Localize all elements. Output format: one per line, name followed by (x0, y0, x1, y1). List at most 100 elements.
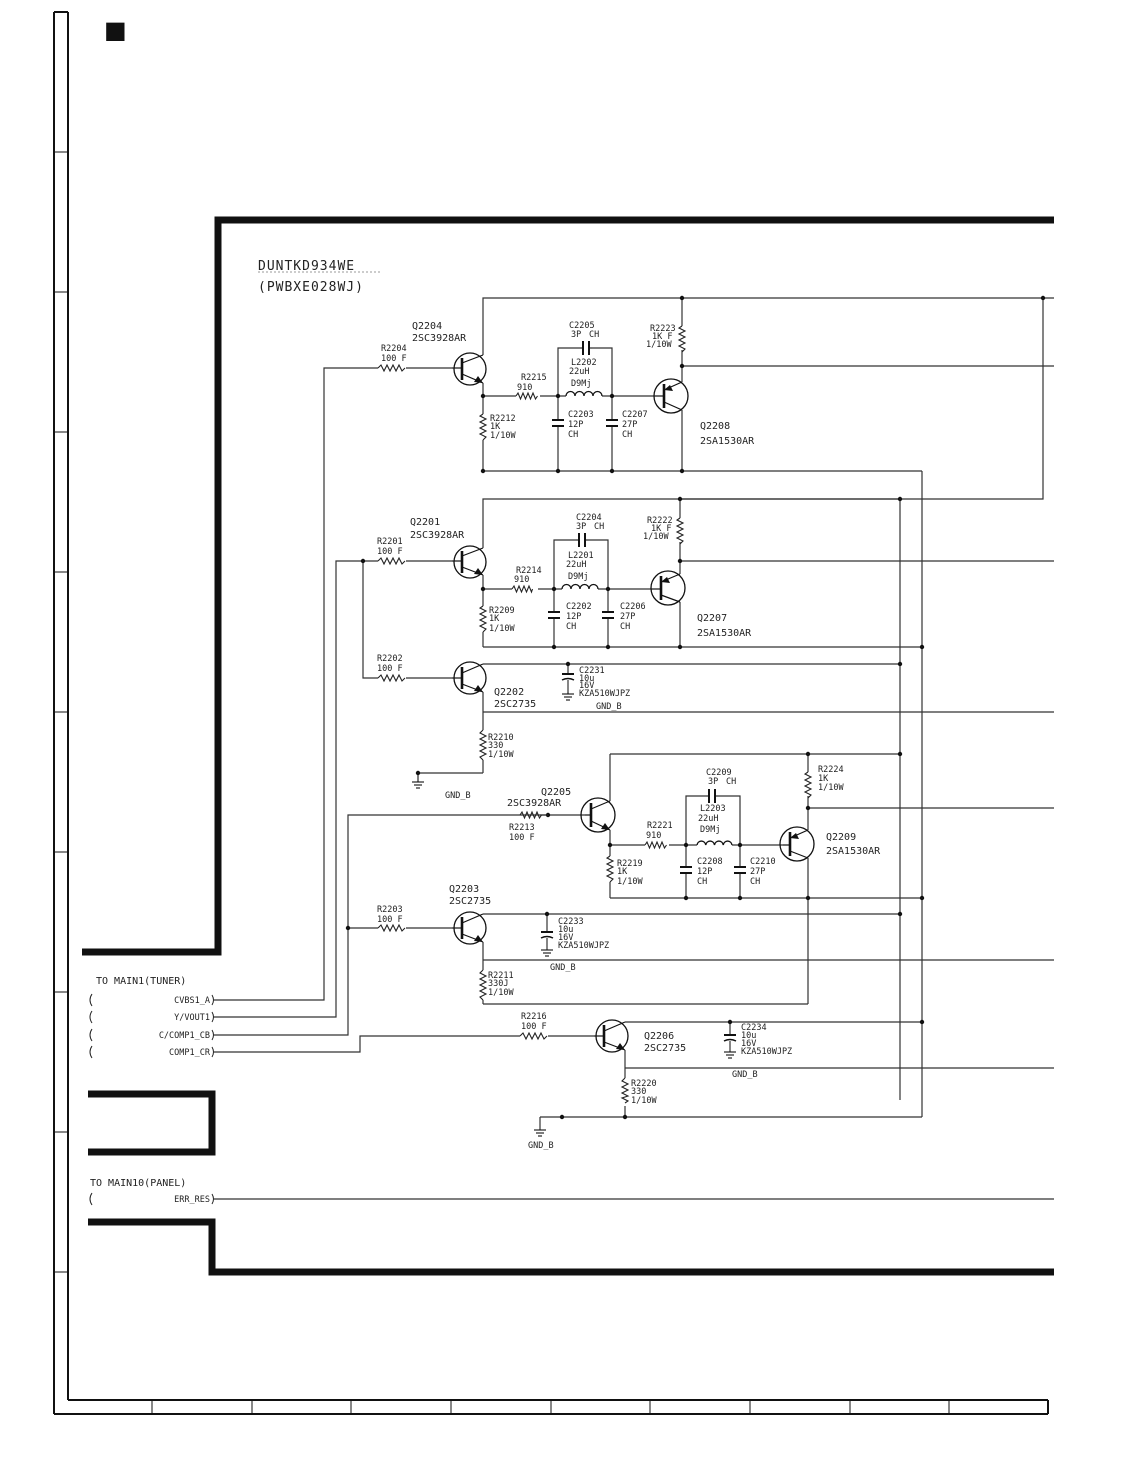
q2202-ref: Q2202 (494, 687, 524, 698)
c2203-value: 12P (568, 420, 583, 430)
c2234-ref: C2234 (741, 1023, 767, 1033)
r2215-ref: R2215 (521, 373, 547, 383)
r2223-ref: R2223 (650, 324, 676, 334)
r2216-value: 100 F (521, 1022, 547, 1032)
q2201-part: 2SC3928AR (410, 530, 465, 541)
r2211-value: 330J (488, 979, 508, 989)
inductor-l2203 (696, 840, 733, 846)
connector-pin-ends (211, 994, 214, 1205)
r2213-ref: R2213 (509, 823, 535, 833)
capacitor-c2209 (706, 789, 718, 803)
c2209-ref: C2209 (706, 768, 732, 778)
connector-pin-yvout1: Y/VOUT1 (174, 1013, 210, 1023)
r2210-ref: R2210 (488, 733, 514, 743)
page-frame (53, 11, 1049, 1415)
c2205-ref: C2205 (569, 321, 595, 331)
r2209-ref: R2209 (489, 606, 515, 616)
inductor-symbols (561, 390, 733, 846)
l2201-part: D9Mj (568, 572, 588, 582)
r2214-ref: R2214 (516, 566, 542, 576)
l2201-value: 22uH (566, 560, 586, 570)
c2233-ref: C2233 (558, 917, 584, 927)
r2220-ref: R2220 (631, 1079, 657, 1089)
r2212-ref: R2212 (490, 414, 516, 424)
c2205-value: 3P (571, 330, 581, 340)
r2222-value: 1K F (651, 524, 671, 534)
c2208-ref: C2208 (697, 857, 723, 867)
r2202-value: 100 F (377, 664, 403, 674)
l2202-value: 22uH (569, 367, 589, 377)
resistor-r2213 (519, 810, 542, 820)
gnd-label: GND_B (528, 1141, 554, 1151)
r2203-value: 100 F (377, 915, 403, 925)
capacitor-c2234 (723, 1034, 737, 1042)
r2202-ref: R2202 (377, 654, 403, 664)
q2205-ref: Q2205 (541, 787, 571, 798)
ground-symbols (412, 692, 736, 1137)
q2206-part: 2SC2735 (644, 1043, 686, 1054)
gnd-label: GND_B (732, 1070, 758, 1080)
r2220-rating: 1/10W (631, 1096, 657, 1106)
r2222-rating: 1/10W (643, 532, 669, 542)
capacitor-c2202 (548, 611, 560, 619)
transistor-q2208 (653, 378, 689, 414)
c2205-type: CH (589, 330, 599, 340)
c2209-type: CH (726, 777, 736, 787)
l2203-value: 22uH (698, 814, 718, 824)
r2219-ref: R2219 (617, 859, 643, 869)
transistor-q2206 (594, 1019, 629, 1053)
c2210-value: 27P (750, 867, 765, 877)
r2224-value: 1K (818, 774, 829, 784)
r2219-value: 1K (617, 867, 628, 877)
resistor-r2219 (605, 855, 615, 883)
c2210-type: CH (750, 877, 760, 887)
resistor-r2221 (644, 840, 667, 850)
c2233-voltage: 16V (558, 933, 573, 943)
capacitor-c2208 (680, 866, 692, 874)
c2233-part: KZA510WJPZ (558, 941, 609, 951)
c2234-voltage: 16V (741, 1039, 756, 1049)
ground-icon (541, 949, 553, 957)
c2209-value: 3P (708, 777, 718, 787)
c2231-value: 10u (579, 674, 594, 684)
q2209-ref: Q2209 (826, 832, 856, 843)
r2204-value: 100 F (381, 354, 407, 364)
capacitor-c2203 (552, 419, 564, 427)
transistor-q2201 (452, 545, 487, 579)
board-name: DUNTKD934WE (258, 259, 355, 274)
capacitor-c2231 (561, 673, 575, 681)
gnd-label: GND_B (596, 702, 622, 712)
connector-pin-ccomp1cb: C/COMP1_CB (159, 1031, 210, 1041)
c2202-value: 12P (566, 612, 581, 622)
gnd-label: GND_B (550, 963, 576, 973)
c2203-ref: C2203 (568, 410, 594, 420)
transistor-symbols (452, 352, 815, 1053)
c2207-type: CH (622, 430, 632, 440)
c2206-value: 27P (620, 612, 635, 622)
c2204-type: CH (594, 522, 604, 532)
c2231-part: KZA510WJPZ (579, 689, 630, 699)
c2202-type: CH (566, 622, 576, 632)
capacitor-c2207 (606, 419, 618, 427)
q2204-ref: Q2204 (412, 321, 442, 332)
capacitor-c2205 (580, 341, 592, 355)
ground-icon (562, 692, 574, 701)
ground-icon (412, 773, 424, 789)
resistor-r2209 (478, 605, 488, 633)
resistor-r2204 (377, 363, 406, 373)
l2201-ref: L2201 (568, 551, 594, 561)
inductor-l2201 (561, 583, 599, 590)
c2233-value: 10u (558, 925, 573, 935)
capacitor-c2210 (734, 866, 746, 874)
resistor-r2203 (377, 923, 406, 933)
r2203-ref: R2203 (377, 905, 403, 915)
connector-main1-title: TO MAIN1(TUNER) (96, 976, 186, 987)
capacitor-c2204 (576, 533, 588, 547)
inductor-l2202 (565, 390, 603, 397)
r2201-ref: R2201 (377, 537, 403, 547)
resistor-r2214 (511, 584, 534, 594)
c2202-ref: C2202 (566, 602, 592, 612)
l2202-part: D9Mj (571, 379, 591, 389)
c2207-ref: C2207 (622, 410, 648, 420)
q2203-part: 2SC2735 (449, 896, 491, 907)
